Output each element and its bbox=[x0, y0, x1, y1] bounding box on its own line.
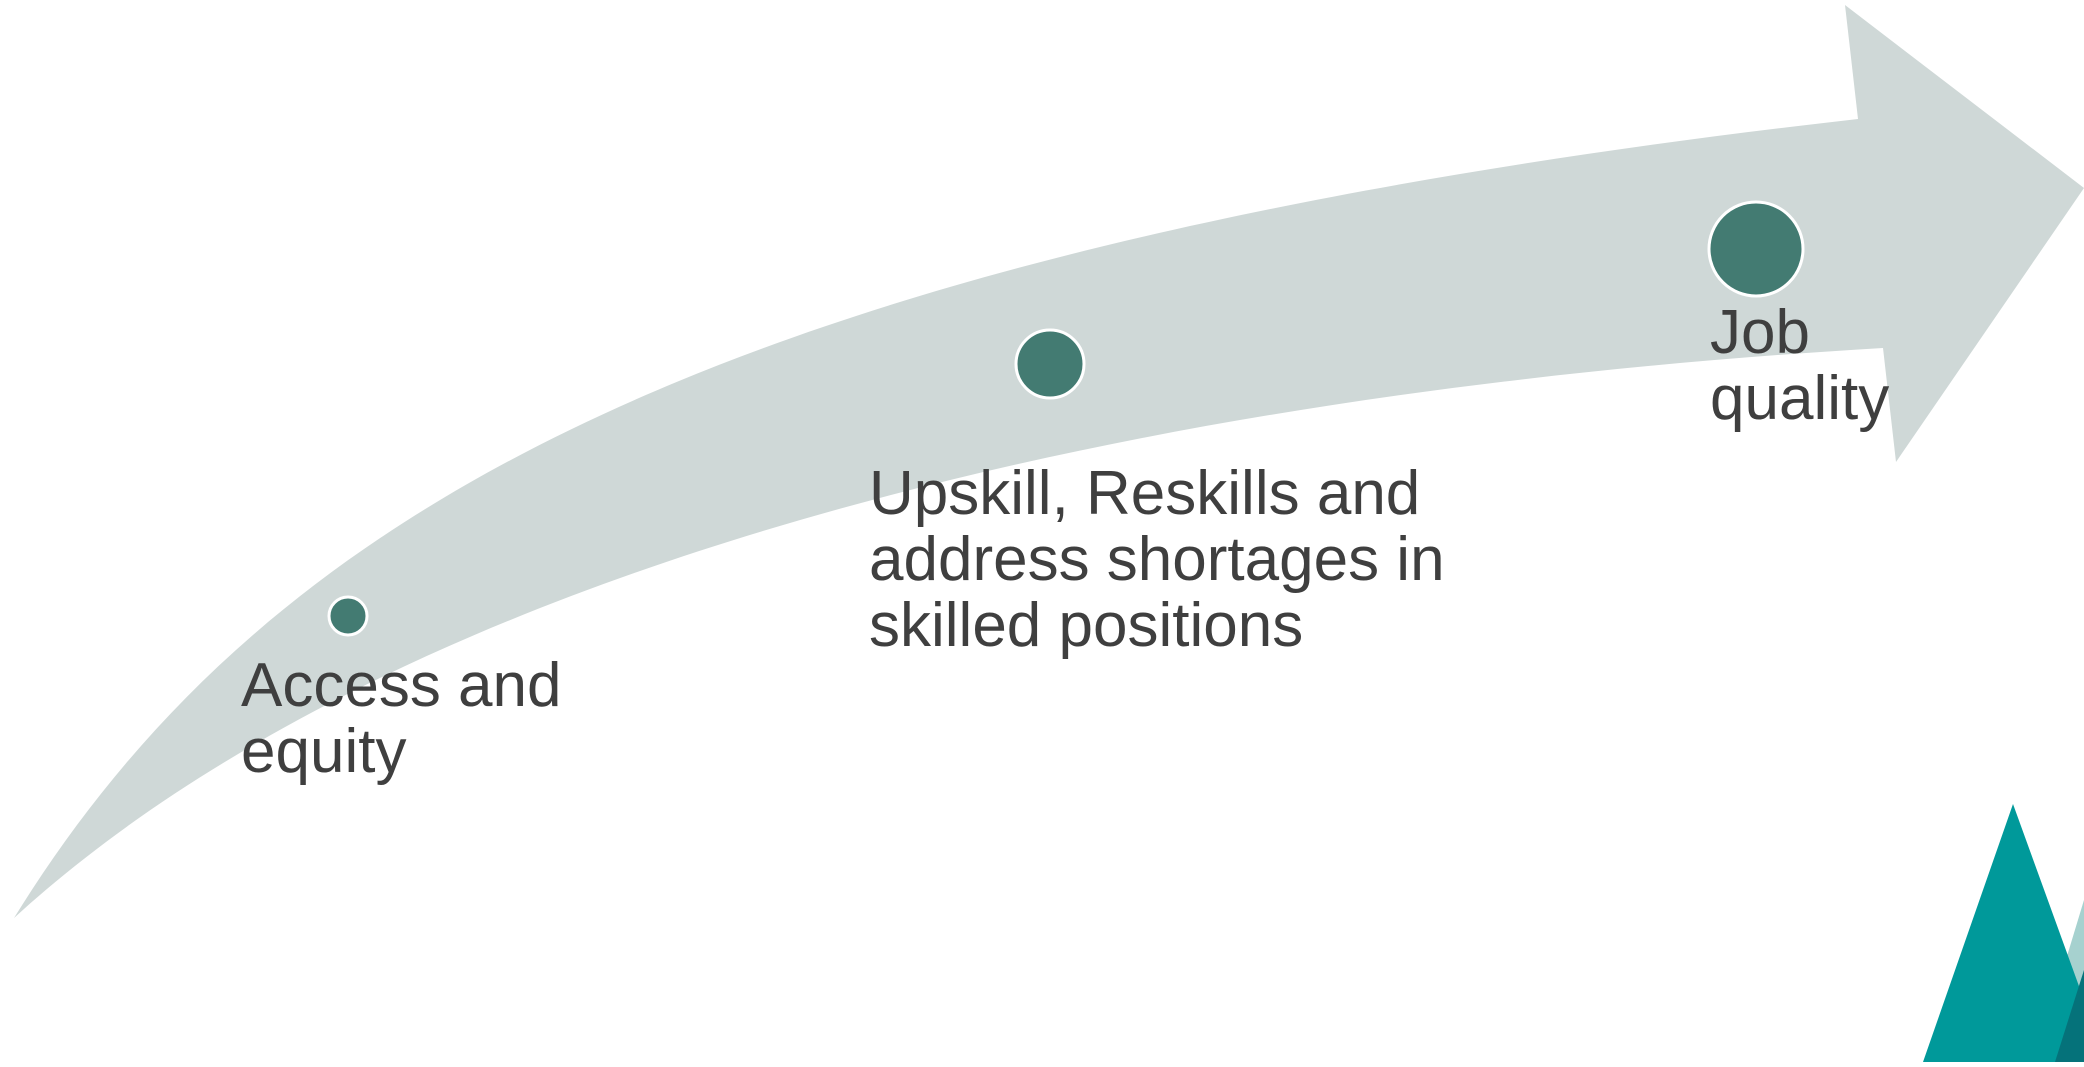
stage-label-upskill-reskill: Upskill, Reskills and address shortages … bbox=[869, 461, 1445, 659]
stage-label-line: quality bbox=[1710, 364, 1890, 433]
stage-marker-2 bbox=[1014, 328, 1086, 400]
decorative-triangle-teal bbox=[1923, 804, 2084, 1062]
stage-label-line: equity bbox=[241, 717, 407, 786]
decorative-triangle-dark bbox=[2055, 970, 2084, 1062]
curved-arrow bbox=[14, 5, 2084, 918]
stage-label-job-quality: Job quality bbox=[1710, 300, 1889, 432]
stage-label-line: address shortages in bbox=[869, 525, 1445, 594]
stage-marker-3 bbox=[1707, 200, 1805, 298]
stage-marker-1 bbox=[327, 595, 369, 637]
stage-label-line: Upskill, Reskills and bbox=[869, 459, 1421, 528]
stage-label-line: Access and bbox=[241, 651, 562, 720]
stage-label-line: Job bbox=[1710, 298, 1810, 367]
stage-label-line: skilled positions bbox=[869, 591, 1304, 660]
stage-label-access-equity: Access and equity bbox=[241, 653, 562, 785]
